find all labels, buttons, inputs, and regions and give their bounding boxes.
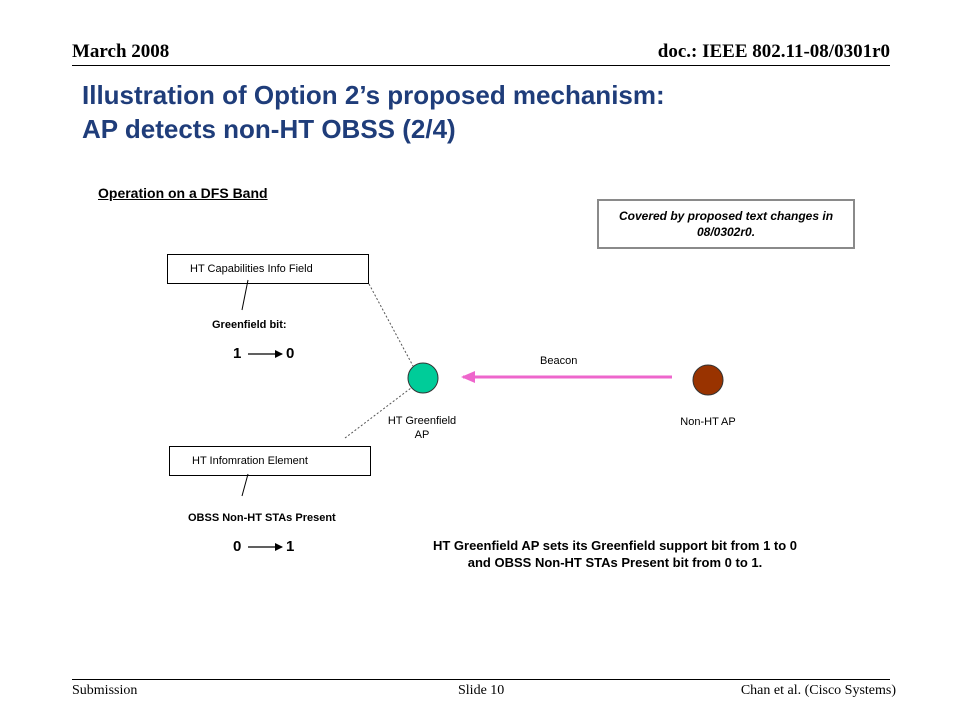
header-divider <box>72 65 890 66</box>
beacon-label: Beacon <box>540 355 578 367</box>
info-callout-tick <box>241 473 249 497</box>
description-text: HT Greenfield AP sets its Greenfield sup… <box>432 538 798 570</box>
obss-bit-from: 0 <box>233 538 242 555</box>
note-text: Covered by proposed text changes in 08/0… <box>618 209 834 239</box>
slide-title-line-2: AP detects non-HT OBSS (2/4) <box>82 114 456 144</box>
ht-greenfield-ap-label-line-2: AP <box>414 429 430 441</box>
header-date: March 2008 <box>72 41 170 62</box>
connector-to-info-element <box>344 387 412 439</box>
ht-capabilities-box: HT Capabilities Info Field <box>167 254 369 284</box>
connector-to-capabilities <box>368 283 414 367</box>
footer-authors: Chan et al. (Cisco Systems) <box>740 683 896 698</box>
obss-bit-label: OBSS Non-HT STAs Present <box>188 512 336 524</box>
footer-slide-number: Slide 10 <box>458 683 505 698</box>
ht-information-element-label: HT Infomration Element <box>192 455 308 467</box>
note-box: Covered by proposed text changes in 08/0… <box>597 199 855 249</box>
ht-capabilities-label: HT Capabilities Info Field <box>190 263 313 275</box>
ht-greenfield-ap-label: HT Greenfield AP <box>372 414 472 442</box>
non-ht-ap-node <box>692 364 724 396</box>
subheading: Operation on a DFS Band <box>98 185 268 201</box>
obss-bit-to: 1 <box>286 538 295 555</box>
ht-greenfield-ap-label-line-1: HT Greenfield <box>387 415 457 427</box>
greenfield-bit-label: Greenfield bit: <box>212 319 287 331</box>
greenfield-bit-to: 0 <box>286 345 295 362</box>
slide-title-line-1: Illustration of Option 2’s proposed mech… <box>82 80 665 110</box>
greenfield-bit-from: 1 <box>233 345 242 362</box>
footer-divider <box>72 679 890 680</box>
capabilities-callout-tick <box>241 279 249 311</box>
ht-greenfield-ap-node <box>407 362 439 394</box>
ht-information-element-box: HT Infomration Element <box>169 446 371 476</box>
slide-title: Illustration of Option 2’s proposed mech… <box>82 78 665 146</box>
non-ht-ap-label: Non-HT AP <box>680 416 736 428</box>
header-doc-id: doc.: IEEE 802.11-08/0301r0 <box>657 41 890 62</box>
footer-submission: Submission <box>72 683 138 698</box>
